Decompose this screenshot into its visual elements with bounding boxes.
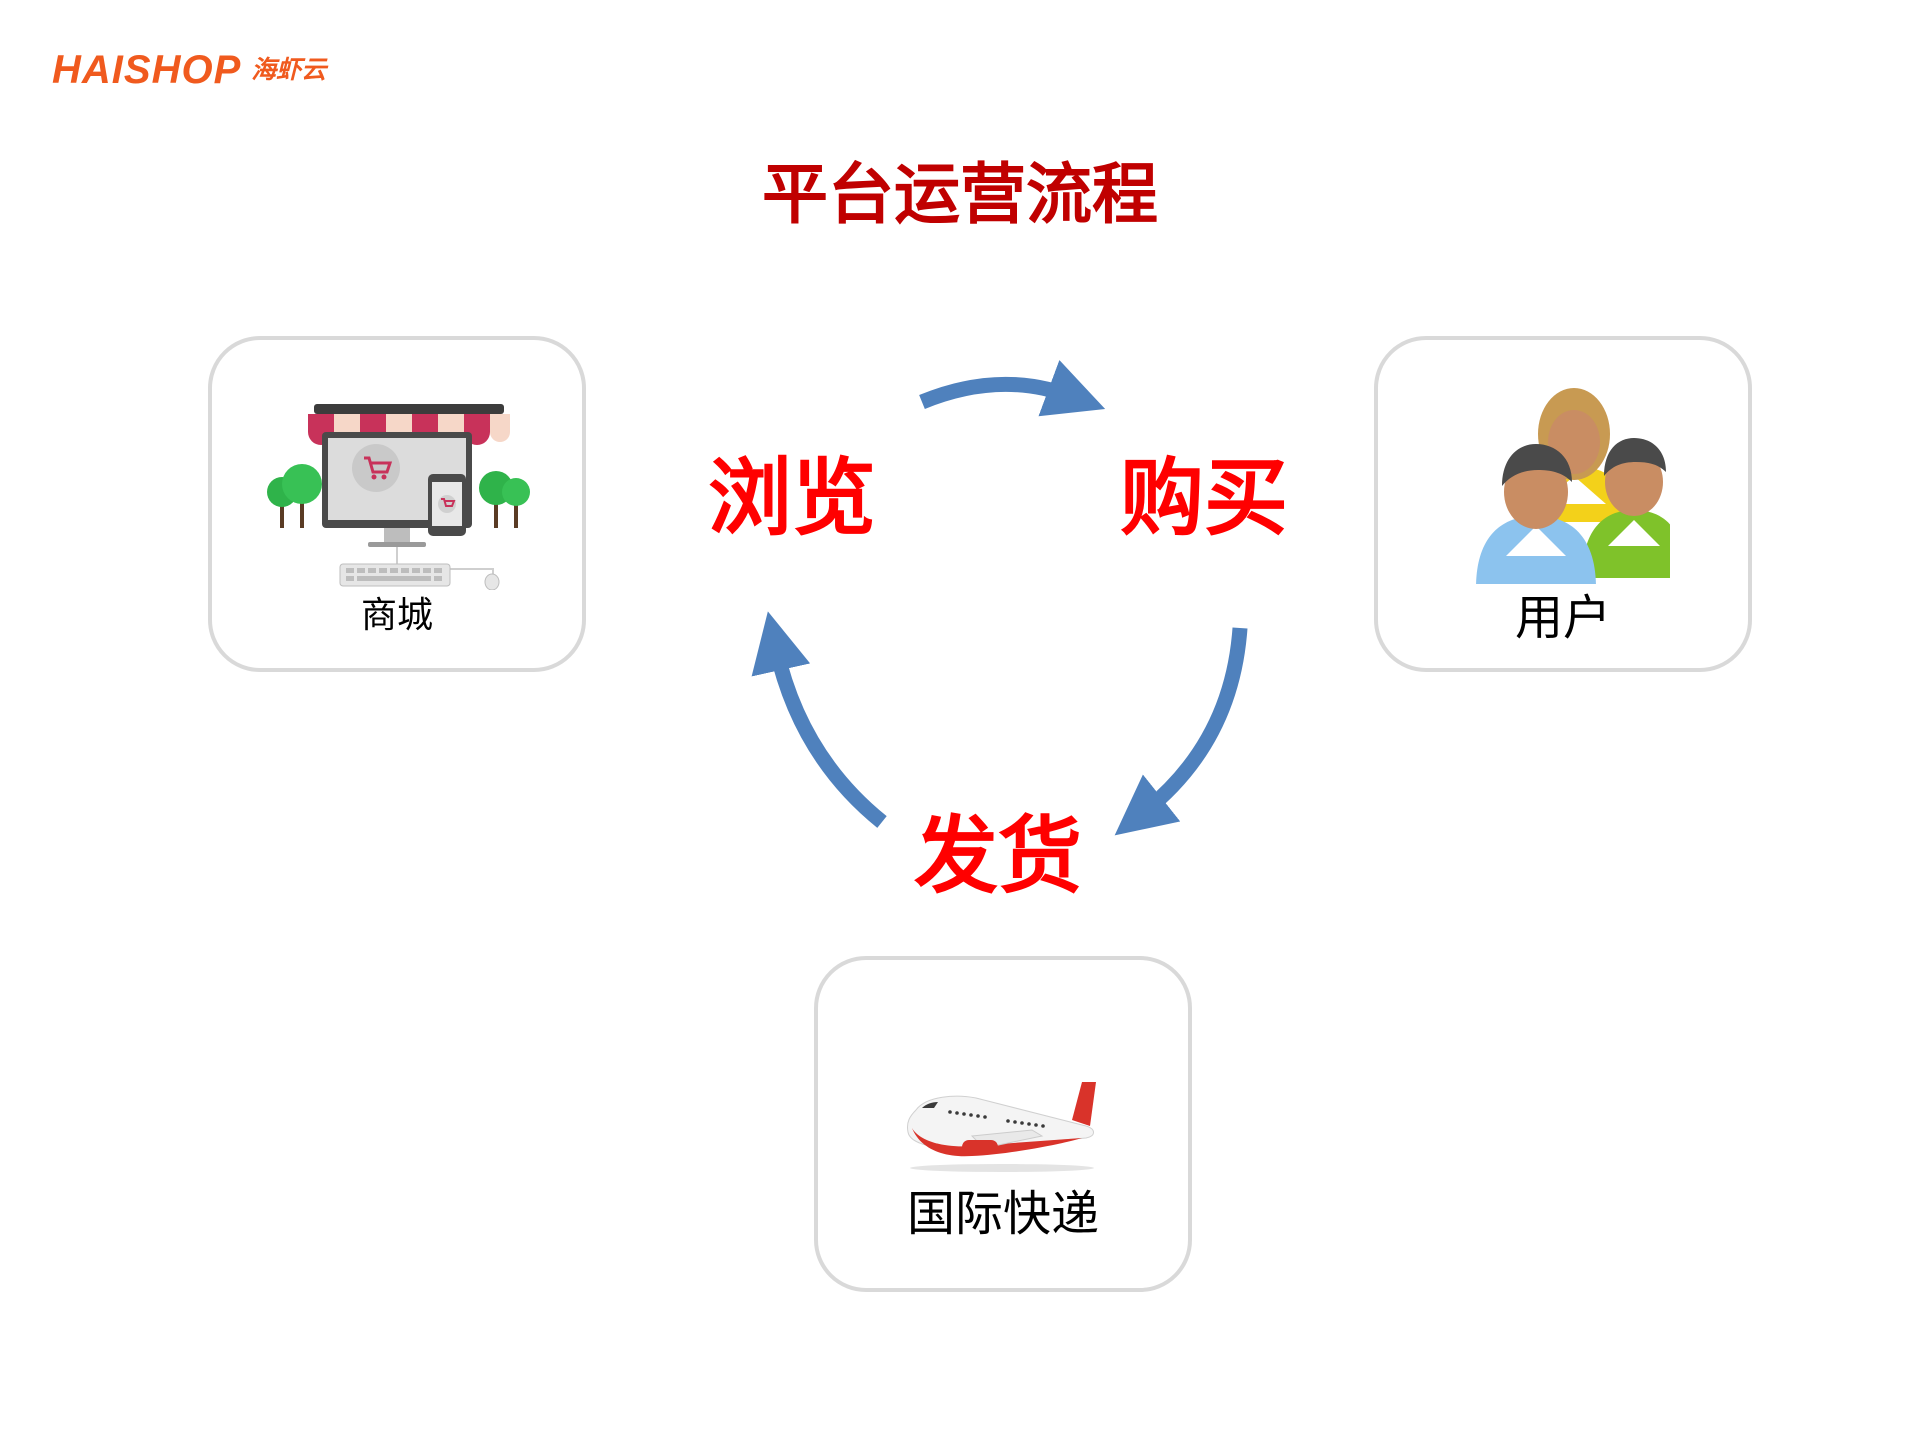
arrow-buy-to-ship: [1114, 627, 1248, 836]
mall-label: 商城: [360, 595, 433, 636]
express-label: 国际快递: [906, 1186, 1099, 1242]
logo-chinese-name: 海虾云: [251, 55, 327, 84]
airplane-icon: [907, 1082, 1096, 1172]
arrow-ship-to-browse: [751, 611, 887, 828]
user-label: 用户: [1514, 590, 1611, 646]
haishop-logo: HAISHOP 海虾云: [52, 48, 326, 92]
user-node: 用户: [1374, 336, 1752, 672]
user-group-icon: [1476, 388, 1670, 584]
express-node: 国际快递: [814, 956, 1192, 1292]
page-title: 平台运营流程: [762, 156, 1158, 233]
step-browse: 浏览: [708, 449, 877, 547]
step-buy: 购买: [1120, 449, 1289, 547]
online-store-icon: [267, 404, 530, 590]
logo-wordmark: HAISHOP: [52, 48, 242, 92]
step-ship: 发货: [914, 807, 1083, 905]
mall-node: 商城: [208, 336, 586, 672]
arrow-browse-to-buy: [919, 360, 1106, 417]
